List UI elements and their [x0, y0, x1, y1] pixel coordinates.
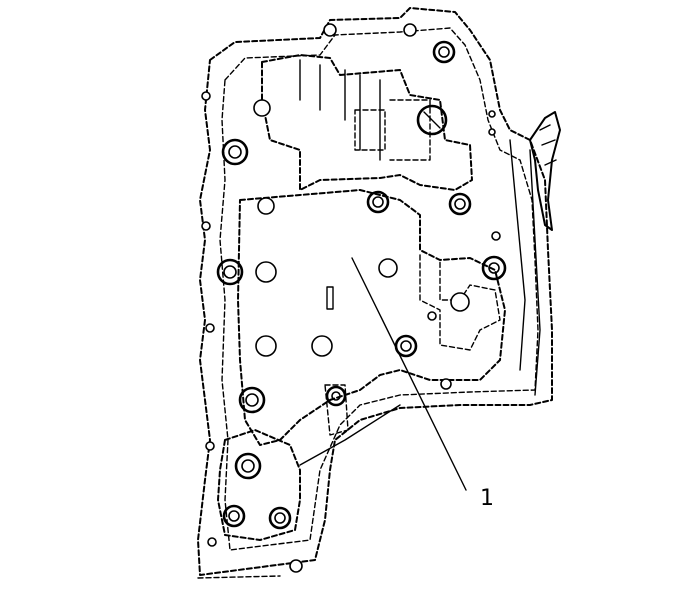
right-slide-valve	[419, 254, 501, 351]
baseline	[197, 575, 281, 579]
bolt	[366, 190, 390, 214]
bolt	[238, 386, 266, 414]
lower-bracket	[324, 384, 349, 436]
upper-slot-a	[299, 59, 381, 161]
bolt	[234, 452, 262, 480]
upper-channel	[354, 99, 431, 161]
upper-block	[261, 54, 473, 191]
callout-label: 1	[480, 486, 494, 511]
lower-extension	[217, 429, 301, 541]
inner-gasket-outline	[219, 27, 539, 551]
housing-outline	[197, 7, 553, 576]
right-rails	[509, 139, 541, 396]
holes	[201, 23, 501, 573]
bolts	[216, 40, 507, 530]
bolt	[432, 40, 456, 64]
bolt	[325, 385, 347, 407]
callout-leader-line	[351, 257, 467, 491]
bolt	[222, 504, 246, 528]
bolt	[268, 506, 292, 530]
adjust-screw	[416, 104, 448, 136]
lower-link	[299, 404, 401, 466]
center-plate	[237, 189, 506, 446]
bolt	[448, 192, 472, 216]
center-slot	[326, 286, 334, 310]
bolt	[216, 258, 244, 286]
sensor-harness	[529, 111, 561, 231]
bolt	[481, 255, 507, 281]
sensor-wire	[539, 124, 557, 166]
bolt	[221, 138, 249, 166]
